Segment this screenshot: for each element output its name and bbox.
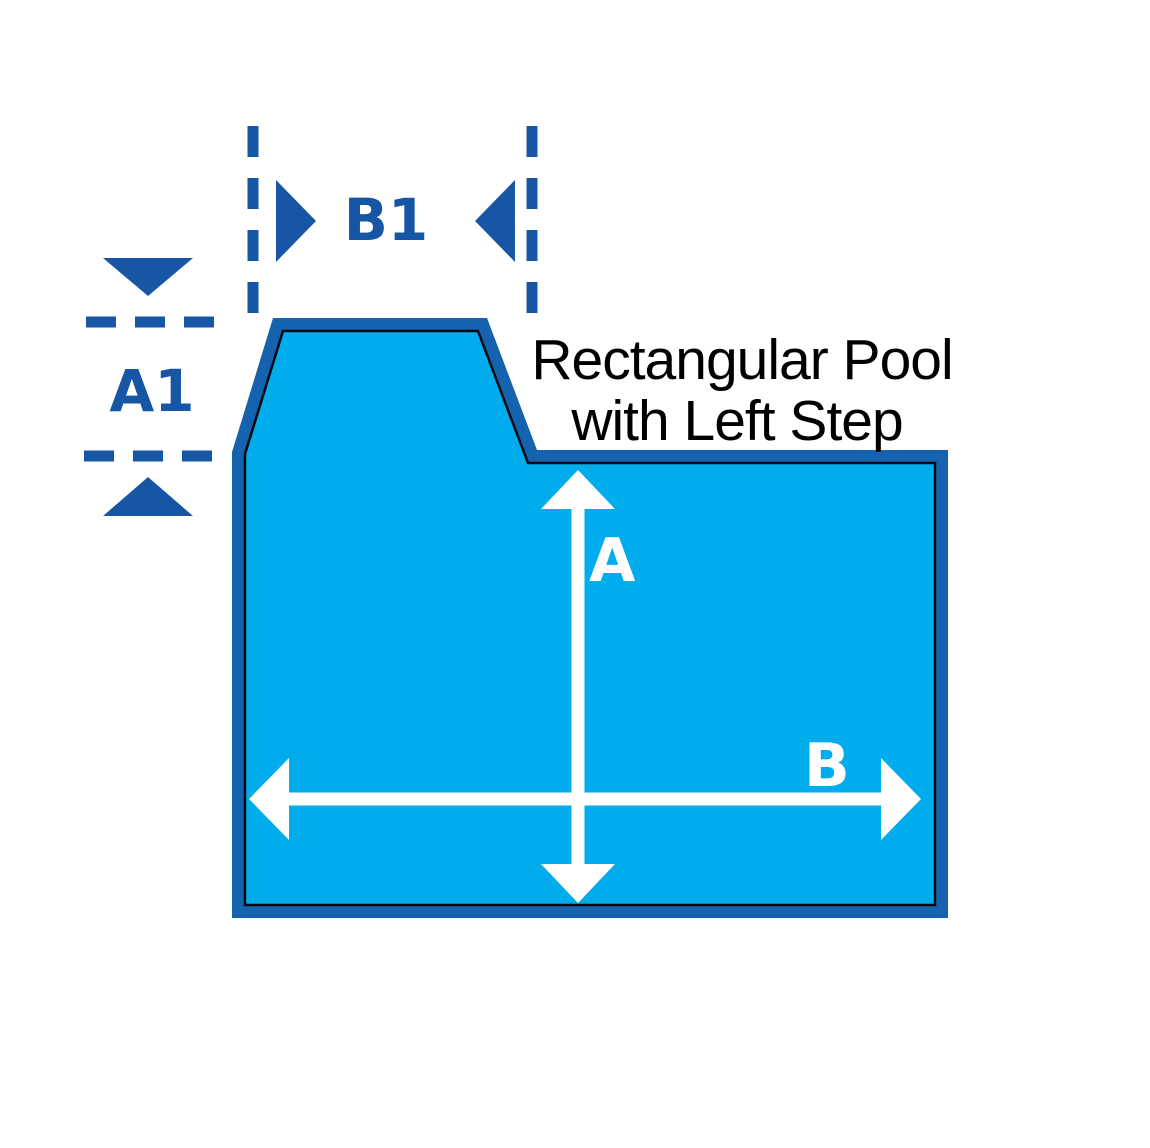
a1-up-arrowhead-icon (103, 477, 193, 516)
pool-height-label: A (589, 526, 636, 596)
diagram-title-line2: with Left Step (570, 389, 902, 453)
b1-left-arrowhead-icon (276, 180, 316, 262)
diagram-title-line1: Rectangular Pool (531, 328, 952, 392)
step-height-label: A1 (109, 357, 194, 425)
b-arrow-right-arrowhead-icon (881, 758, 921, 840)
pool-shape (232, 318, 948, 918)
b1-right-arrowhead-icon (475, 180, 515, 262)
diagram-title: Rectangular Pool with Left Step (531, 328, 953, 453)
a-arrow-down-arrowhead-icon (541, 864, 615, 903)
step-width-dimension: B1 (247, 126, 538, 313)
a-arrow-up-arrowhead-icon (541, 470, 615, 509)
pool-height-measure-arrow: A (541, 470, 636, 903)
pool-width-measure-arrow: B (249, 731, 921, 840)
pool-water-fill (243, 329, 937, 907)
b-arrow-left-arrowhead-icon (249, 758, 289, 840)
step-height-dimension: A1 (84, 258, 230, 516)
step-width-label: B1 (344, 186, 429, 254)
pool-width-label: B (804, 731, 850, 801)
a1-down-arrowhead-icon (103, 258, 193, 296)
